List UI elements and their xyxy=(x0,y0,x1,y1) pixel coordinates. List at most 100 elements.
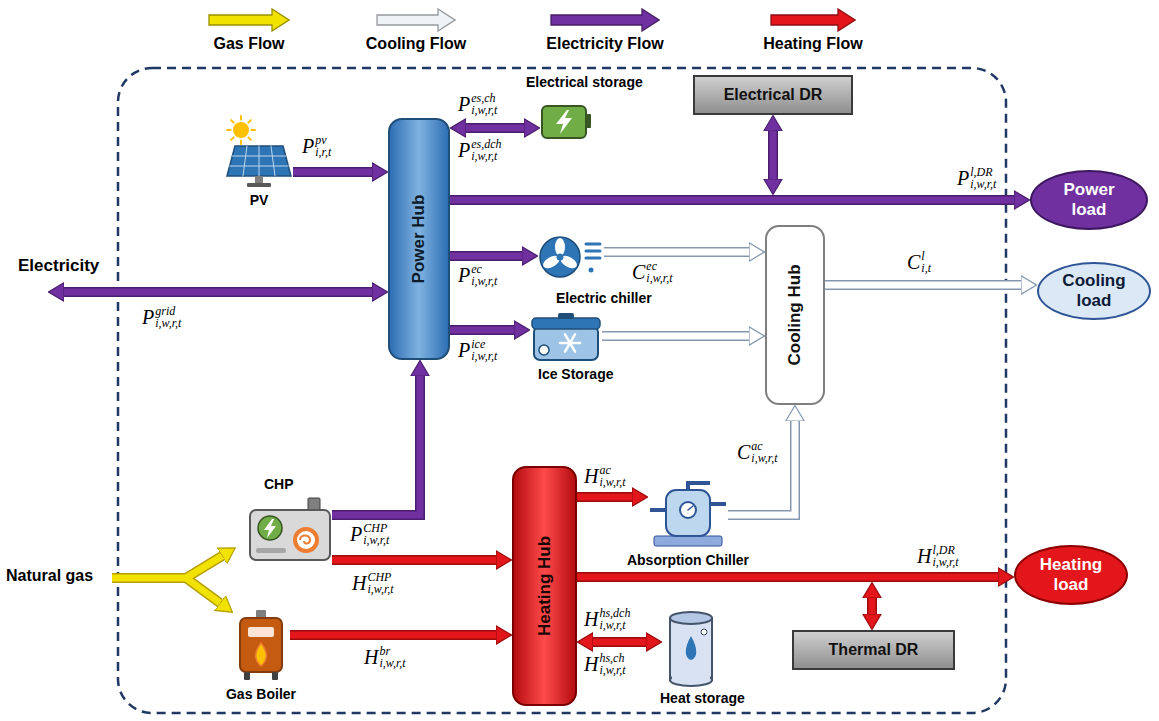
legend-text: Gas Flow xyxy=(213,35,284,53)
ice-storage-icon: Ice Storage xyxy=(530,312,602,362)
icon-part xyxy=(231,120,233,122)
legend-swatch xyxy=(377,9,455,31)
math-sup: es,dch xyxy=(471,138,501,150)
icon-part xyxy=(264,519,276,538)
node-label: Electric chiller xyxy=(556,290,652,306)
arrow-shaft xyxy=(450,327,514,334)
math-scripts: ec i,w,r,t xyxy=(471,263,497,287)
arrow-outline xyxy=(112,573,186,583)
flow-label: H l,DR i,w,r,t xyxy=(915,544,961,568)
math-sup: es,ch xyxy=(471,92,497,104)
icon-part xyxy=(233,122,249,138)
icon-part xyxy=(586,243,600,246)
arrow-outline xyxy=(450,325,514,335)
math-sup: hs,dch xyxy=(599,607,630,619)
math-scripts: l i,t xyxy=(921,250,931,274)
math-sub: i,w,r,t xyxy=(599,619,630,631)
math-scripts: CHP i,w,r,t xyxy=(367,571,393,595)
math-sub: i,w,r,t xyxy=(471,150,501,162)
arrow-outline xyxy=(728,421,795,515)
math-base: H xyxy=(917,546,931,566)
legend-swatch xyxy=(209,9,289,31)
legend-text: Cooling Flow xyxy=(366,35,466,53)
icon-part xyxy=(258,516,282,540)
legend-arrow xyxy=(770,8,856,32)
icon-part xyxy=(259,146,260,176)
icon-part xyxy=(565,334,575,351)
math-sub: i,w,r,t xyxy=(599,476,625,488)
icon-drawing xyxy=(538,234,604,280)
battery-icon: Electrical storage xyxy=(540,100,592,142)
math-sup: ec xyxy=(646,260,672,272)
legend-text: Heating Flow xyxy=(763,35,863,53)
math-scripts: br i,w,r,t xyxy=(379,645,405,669)
node-label: PV xyxy=(250,192,269,208)
arrow-outline xyxy=(768,131,778,179)
legend-arrow xyxy=(376,8,456,32)
math-scripts: ice i,w,r,t xyxy=(471,338,497,362)
math-sub: i,w,r,t xyxy=(379,657,405,669)
math-base: H xyxy=(352,573,366,593)
icon-part xyxy=(248,137,250,139)
icon-part xyxy=(250,510,330,560)
icon-part xyxy=(230,166,289,167)
math-sup: CHP xyxy=(363,522,389,534)
math-sub: i,w,r,t xyxy=(155,317,181,329)
math-sup: CHP xyxy=(367,571,393,583)
flow-arrow xyxy=(825,285,1021,286)
math-sub: i,w,r,t xyxy=(471,275,497,287)
arrow-outline xyxy=(593,637,646,647)
legend-swatch xyxy=(551,9,659,31)
arrow-outline xyxy=(602,331,749,341)
node-label: Electrical storage xyxy=(526,74,643,90)
flow-arrow xyxy=(332,376,420,515)
flow-label: H br i,w,r,t xyxy=(362,645,408,669)
arrow-shaft xyxy=(825,282,1021,289)
icon-part xyxy=(586,257,600,260)
electrical-dr-arrow xyxy=(773,131,774,179)
math-scripts: grid i,w,r,t xyxy=(155,305,181,329)
math-base: P xyxy=(458,140,470,160)
chiller-icon: Electric chiller xyxy=(538,234,604,280)
icon-part xyxy=(532,318,600,329)
icon-part xyxy=(565,334,575,351)
icon-part xyxy=(295,529,317,551)
arrow-shaft xyxy=(728,421,795,515)
math-sub: i,w,r,t xyxy=(646,272,672,284)
math-sub: i,t xyxy=(921,262,931,274)
node-label: Electrical DR xyxy=(724,86,823,104)
math-sub: i,w,r,t xyxy=(970,178,996,190)
math-sub: i,r,t xyxy=(315,146,331,158)
flow-label: P l,DR i,w,r,t xyxy=(955,166,998,190)
icon-part xyxy=(680,502,696,518)
icon-part xyxy=(232,156,285,157)
flow-arrow xyxy=(332,560,496,561)
icon-part xyxy=(666,490,710,536)
arrow-shaft xyxy=(186,578,220,603)
legend-item: Electricity Flow xyxy=(550,8,660,53)
icon-part xyxy=(558,313,574,319)
node-label: Ice Storage xyxy=(538,366,613,382)
arrow-outline xyxy=(332,376,420,515)
math-scripts: ec i,w,r,t xyxy=(646,260,672,284)
math-sub: i,w,r,t xyxy=(599,664,625,676)
icon-part xyxy=(701,629,707,635)
flow-arrow xyxy=(602,336,749,337)
dr-box: Thermal DR xyxy=(792,630,955,670)
icon-part xyxy=(539,345,549,355)
flow-arrow xyxy=(450,256,522,257)
flow-label: P CHP i,w,r,t xyxy=(348,522,391,546)
legend-item: Heating Flow xyxy=(770,8,856,53)
icon-part xyxy=(256,643,267,666)
flow-arrow xyxy=(466,128,524,129)
grid-arrow xyxy=(64,292,372,293)
arrow-outline xyxy=(604,247,749,257)
icon-part xyxy=(555,238,565,256)
icon-part xyxy=(271,146,275,176)
node-label: Absorption Chiller xyxy=(627,552,749,568)
math-sub: i,w,r,t xyxy=(363,534,389,546)
math-base: H xyxy=(364,647,378,667)
flow-label: C l i,t xyxy=(905,250,933,274)
flow-arrow xyxy=(293,172,372,173)
icon-part xyxy=(240,618,282,672)
